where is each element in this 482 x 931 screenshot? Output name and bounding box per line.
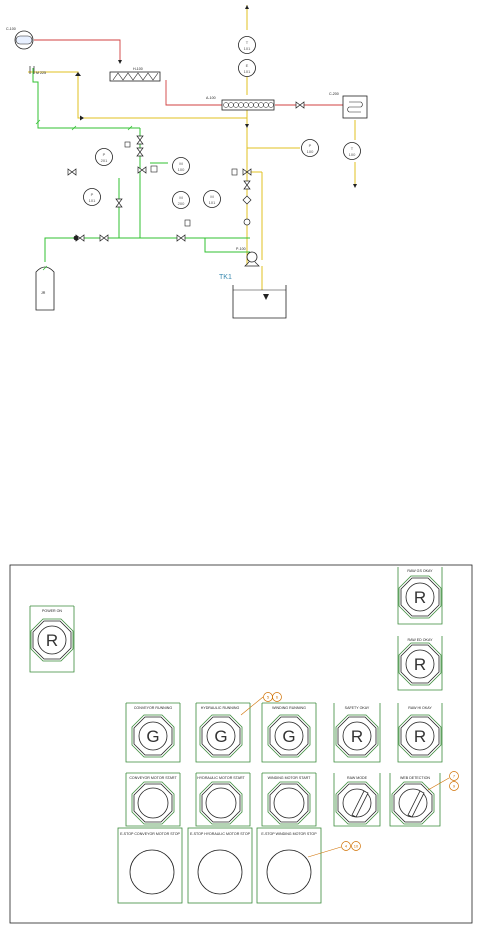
svg-text:7: 7: [453, 774, 456, 779]
callouts: 5 6 7 9 4 10: [240, 692, 459, 858]
filter-symbol: [109, 71, 161, 82]
winding-motor-start-button[interactable]: WINDING MOTOR START: [261, 772, 317, 827]
stop-label: E-STOP CONVEYOR MOTOR STOP: [120, 832, 180, 836]
selector-knob-icon: [351, 790, 369, 818]
hydraulic-motor-start-button[interactable]: HYDRAULIC MOTOR START: [195, 772, 251, 827]
supply-tag: JR: [41, 291, 46, 295]
pilot-light-conveyor-running: CONVEYOR RUNNING G: [125, 702, 181, 763]
pilot-light-raw-hi-okay: RAW HI OKAY R: [397, 703, 443, 763]
selector-label: RAW MODE: [347, 776, 368, 780]
stop-label: E-STOP HYDRAULIC MOTOR STOP: [190, 832, 251, 836]
svg-text:101: 101: [244, 69, 251, 74]
hydraulic-motor-stop-button[interactable]: E-STOP HYDRAULIC MOTOR STOP: [187, 827, 253, 904]
svg-text:P: P: [91, 192, 94, 197]
svg-text:M: M: [210, 194, 213, 199]
button-label: WINDING MOTOR START: [268, 776, 312, 780]
svg-text:M: M: [179, 161, 182, 166]
svg-text:200: 200: [178, 201, 185, 206]
svg-text:101: 101: [209, 200, 216, 205]
button-label: HYDRAULIC MOTOR START: [197, 776, 245, 780]
light-letter: R: [414, 727, 426, 746]
control-panel-frame: [9, 564, 473, 924]
light-letter: G: [282, 727, 295, 746]
light-letter: R: [414, 588, 426, 607]
svg-text:9: 9: [453, 784, 456, 789]
web-detection-selector[interactable]: WEB DETECTION: [389, 773, 441, 827]
svg-text:100: 100: [307, 149, 314, 154]
light-letter: R: [46, 631, 58, 650]
pump-tag: P-100: [236, 247, 246, 251]
svg-text:T: T: [246, 40, 249, 45]
svg-text:P: P: [309, 143, 312, 148]
light-letter: R: [351, 727, 363, 746]
svg-text:M: M: [179, 195, 182, 200]
pilot-light-hydraulic-running: HYDRAULIC RUNNING G: [195, 702, 251, 763]
pilot-light-winding-running: WINDING RUNNING G: [261, 702, 317, 763]
selector-knob-icon: [407, 790, 425, 818]
compressor-tag: C-100: [6, 27, 16, 31]
light-label: RAW GS OKAY: [407, 569, 433, 573]
svg-text:4: 4: [345, 844, 348, 849]
light-letter: G: [146, 727, 159, 746]
pilot-light-power-on: POWER ON R: [29, 605, 75, 673]
light-letter: R: [414, 655, 426, 674]
conveyor-motor-start-button[interactable]: CONVEYOR MOTOR START: [125, 772, 181, 827]
svg-text:P: P: [103, 152, 106, 157]
callout-bubble: 9: [449, 781, 459, 791]
pilot-light-raw-ed-okay: RAW ED OKAY R: [397, 636, 443, 691]
callout-bubble: 4: [341, 841, 351, 851]
pilot-lights: POWER ON R RAW GS OKAY R RAW ED OKAY R C…: [29, 567, 443, 763]
light-label: POWER ON: [42, 609, 62, 613]
instrument-bubbles: T 101 E 101 P 100 T 100 P 201: [83, 36, 361, 209]
selector-label: WEB DETECTION: [400, 776, 430, 780]
winding-motor-stop-button[interactable]: E-STOP WINDING MOTOR STOP: [256, 827, 322, 904]
supply-cylinder: [35, 266, 55, 311]
callout-bubble: 6: [272, 692, 282, 702]
callout-bubble: 10: [351, 841, 361, 851]
heater-symbol: [221, 99, 275, 111]
svg-text:100: 100: [178, 167, 185, 172]
callout-bubble: 5: [263, 692, 273, 702]
transmitter-tag: M 225: [36, 71, 46, 75]
svg-text:201: 201: [101, 158, 108, 163]
heater-tag: A-100: [206, 96, 216, 100]
light-label: HYDRAULIC RUNNING: [201, 706, 240, 710]
light-label: CONVEYOR RUNNING: [134, 706, 173, 710]
conveyor-motor-stop-button[interactable]: E-STOP CONVEYOR MOTOR STOP: [117, 827, 183, 904]
light-label: SAFETY OKAY: [345, 706, 370, 710]
tank-tag: TK1: [219, 274, 232, 281]
tank-symbol: [232, 285, 287, 319]
filter-tag: H-100: [133, 67, 143, 71]
svg-text:100: 100: [349, 152, 356, 157]
svg-text:T: T: [351, 146, 354, 151]
raw-mode-selector[interactable]: RAW MODE: [333, 773, 381, 827]
callout-bubble: 7: [449, 771, 459, 781]
svg-text:E: E: [246, 63, 249, 68]
pilot-light-raw-gs-okay: RAW GS OKAY R: [397, 567, 443, 625]
button-label: CONVEYOR MOTOR START: [129, 776, 177, 780]
selector-switches: RAW MODE WEB DETECTION: [333, 773, 441, 827]
light-label: RAW ED OKAY: [408, 638, 434, 642]
svg-text:5: 5: [267, 695, 270, 700]
cooler-tag: C-200: [329, 92, 339, 96]
svg-text:101: 101: [89, 198, 96, 203]
pump-symbol: [246, 251, 258, 263]
pilot-light-safety-okay: SAFETY OKAY R: [333, 703, 381, 763]
stop-buttons: E-STOP CONVEYOR MOTOR STOP E-STOP HYDRAU…: [117, 827, 322, 904]
pid-diagram: C-100 M 225 H-100 A-100 C-200 T 1: [6, 5, 368, 319]
start-buttons: CONVEYOR MOTOR START HYDRAULIC MOTOR STA…: [125, 772, 317, 827]
light-label: WINDING RUNNING: [272, 706, 306, 710]
svg-text:101: 101: [244, 46, 251, 51]
light-label: RAW HI OKAY: [408, 706, 432, 710]
stop-label: E-STOP WINDING MOTOR STOP: [261, 832, 317, 836]
svg-text:6: 6: [276, 695, 279, 700]
svg-text:10: 10: [354, 844, 359, 849]
light-letter: G: [214, 727, 227, 746]
